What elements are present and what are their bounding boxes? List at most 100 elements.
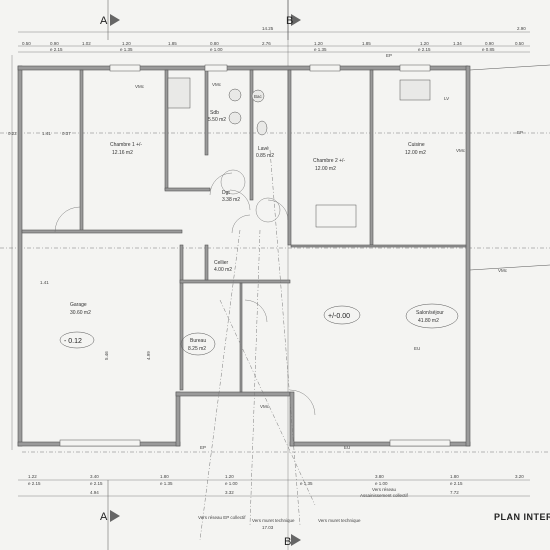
- dim-top-11: 0.90: [485, 41, 494, 46]
- label-vmc-4: VMc: [260, 404, 270, 409]
- room-area-chambre1: 12.16 m2: [112, 150, 133, 156]
- section-label-a-top: A: [100, 15, 108, 27]
- room-name-chambre1: Chambre 1 +/-: [110, 142, 142, 148]
- label-ep-bottom: EP: [200, 445, 206, 450]
- note-vers-ep: Vers réseau EP collectif: [198, 515, 246, 520]
- bathroom-fixtures: [167, 77, 431, 136]
- section-label-a-bottom: A: [100, 511, 108, 523]
- drain-lines: [199, 149, 316, 541]
- dim-bottom-sub-0: e 2.15: [28, 481, 41, 486]
- dim-top-sub-5: e 0.85: [482, 47, 495, 52]
- room-area-sdb: 5.50 m2: [208, 117, 226, 123]
- room-garage: Garage 30.60 m2: [70, 302, 91, 316]
- dim-bottom-sub-1: e 2.15: [90, 481, 103, 486]
- room-name-sejour: Salon/séjour: [416, 310, 444, 316]
- room-area-wc: 0.85 m2: [256, 153, 274, 159]
- plan-title: PLAN INTERIE: [494, 512, 550, 522]
- dim-top-0: 0.50: [22, 41, 31, 46]
- dim-left-1: 1.41: [42, 131, 51, 136]
- bottom-dimensions: 1.22 3.40 1.80 1.20 3.80 1.80 3.20 4.94 …: [18, 474, 530, 497]
- room-name-bureau: Bureau: [190, 338, 206, 344]
- dim-top-12: 0.50: [515, 41, 524, 46]
- room-area-garage: 30.60 m2: [70, 310, 91, 316]
- dim-top-sub-3: e 1.35: [314, 47, 327, 52]
- note-bottom-total: 17.03: [262, 525, 274, 530]
- room-dgt: Dgt 3.38 m2: [222, 190, 240, 203]
- dim-bottom-6: 3.20: [515, 474, 524, 479]
- label-ep-right: EP: [517, 130, 523, 135]
- label-bac: Bac: [254, 94, 263, 99]
- sink-1: [228, 88, 242, 102]
- windows: [59, 64, 451, 447]
- dim-top-1: 0.90: [50, 41, 59, 46]
- dim-bottom-sub-2: e 1.35: [160, 481, 173, 486]
- dim-bottom-5: 1.80: [450, 474, 459, 479]
- room-area-cellier: 4.00 m2: [214, 267, 232, 273]
- section-label-b-top: B: [286, 15, 293, 27]
- dim-bottom-sub-3: e 1.00: [225, 481, 238, 486]
- dim-top-sub-2: e 1.00: [210, 47, 223, 52]
- room-cuisine: Cuisine 12.00 m2: [405, 142, 426, 156]
- room-name-dgt: Dgt: [222, 190, 230, 196]
- dim-total-width: 14.25: [262, 26, 274, 31]
- section-marker-b-top: B: [286, 0, 301, 40]
- right-wall-diag: [469, 64, 550, 271]
- dim-bottom-2: 1.80: [160, 474, 169, 479]
- dim-top-6: 2.76: [262, 41, 271, 46]
- level-label-sejour: +/-0.00: [328, 313, 350, 320]
- room-sdb: Sdb 5.50 m2: [208, 110, 226, 123]
- dim-top-8: 1.85: [362, 41, 371, 46]
- dim-top-4: 1.85: [168, 41, 177, 46]
- note-assainissement: Assainissement collectif: [360, 493, 409, 498]
- label-vmc-5: VMc: [456, 148, 466, 153]
- room-sejour: Salon/séjour 41.80 m2: [405, 303, 459, 329]
- dim-top-9: 1.20: [420, 41, 429, 46]
- level-label-garage: - 0.12: [64, 338, 82, 345]
- dim-bottom-1: 3.40: [90, 474, 99, 479]
- room-chambre1: Chambre 1 +/- 12.16 m2: [110, 142, 142, 156]
- dim-top-7: 1.20: [314, 41, 323, 46]
- room-name-garage: Garage: [70, 302, 87, 308]
- dim-top-2: 1.02: [82, 41, 91, 46]
- top-dimensions: 14.25 2.90 0.50 0.90 1.02 1.20 1.85 0.80…: [18, 26, 530, 53]
- room-name-chambre2: Chambre 2 +/-: [313, 158, 345, 164]
- room-area-chambre2: 12.00 m2: [315, 166, 336, 172]
- dim-left-5: 4.99: [146, 351, 151, 360]
- dim-bottom-sub-4: e 1.35: [300, 481, 313, 486]
- dim-bottom-sub-5: e 1.00: [375, 481, 388, 486]
- dim-bottom-sub-6: e 2.15: [450, 481, 463, 486]
- room-area-bureau: 8.25 m2: [188, 346, 206, 352]
- label-eu-bottom: EU: [344, 445, 350, 450]
- sink-2: [228, 111, 242, 125]
- dim-bottom-3: 1.20: [225, 474, 234, 479]
- dim-top-10: 1.34: [453, 41, 462, 46]
- label-lv: LV: [444, 96, 449, 101]
- note-vers-muret-b: Vers muret technique: [318, 518, 361, 523]
- room-area-sejour: 41.80 m2: [418, 318, 439, 324]
- section-marker-a-top: A: [100, 0, 120, 40]
- dim-top-sub-1: e 1.35: [120, 47, 133, 52]
- label-vmc-2: VMc: [212, 82, 222, 87]
- dim-bottom-total-1: 3.32: [225, 490, 234, 495]
- label-vmc-3: VMc: [498, 268, 508, 273]
- room-bureau: Bureau 8.25 m2: [180, 332, 216, 356]
- dim-left-0: 0.22: [8, 131, 17, 136]
- dim-top-sub-4: e 2.15: [418, 47, 431, 52]
- room-name-wc: Lavé: [258, 146, 269, 152]
- room-chambre2: Chambre 2 +/- 12.00 m2: [313, 158, 345, 172]
- network-labels: EP EU EP EP EU VMc VMc VMc VMc VMc LV Ba…: [22, 53, 550, 453]
- section-marker-a-bottom: A: [100, 480, 120, 550]
- bottom-notes: Vers réseau Assainissement collectif Ver…: [198, 487, 409, 530]
- label-ep-top: EP: [386, 53, 392, 58]
- dim-bottom-total-0: 4.94: [90, 490, 99, 495]
- label-vmc-1: VMc: [135, 84, 145, 89]
- bac-tub: [251, 89, 265, 103]
- left-dimensions: 0.22 1.41 0.37 1.41 5.46 4.99: [8, 55, 151, 450]
- room-wc: Lavé 0.85 m2: [256, 146, 274, 159]
- room-name-cellier: Cellier: [214, 260, 229, 266]
- note-vers-reseau: Vers réseau: [372, 487, 397, 492]
- room-area-cuisine: 12.00 m2: [405, 150, 426, 156]
- dim-left-2: 0.37: [62, 131, 71, 136]
- room-area-dgt: 3.38 m2: [222, 197, 240, 203]
- outer-walls: [17, 65, 471, 447]
